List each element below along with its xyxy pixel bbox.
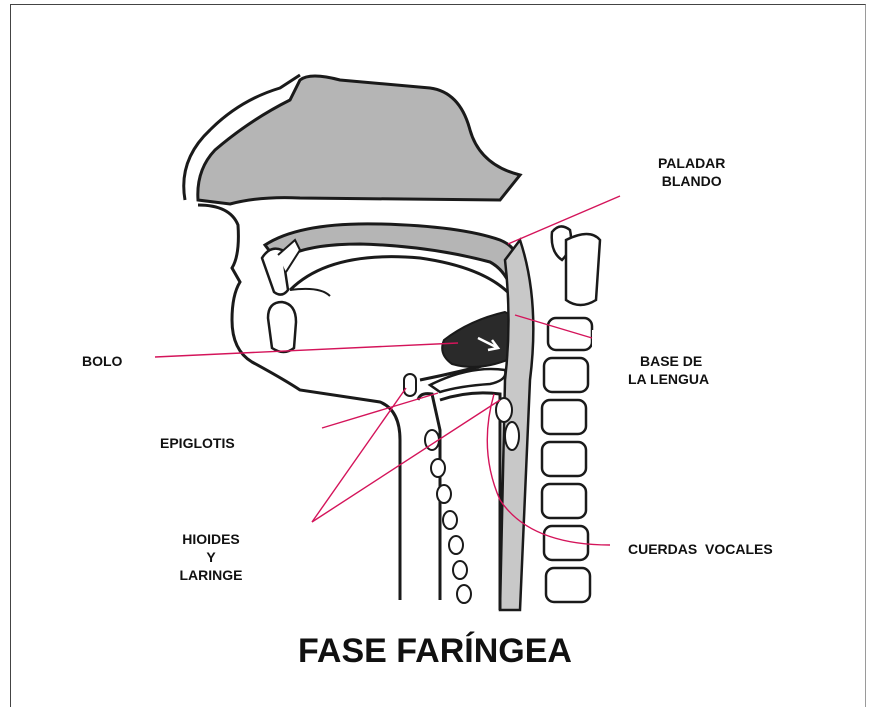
label-base-line-1: BASE DE: [628, 352, 709, 370]
leader-epiglotis: [322, 393, 438, 428]
leader-bolo: [155, 343, 458, 357]
leader-hioides: [312, 388, 406, 522]
epiglottis: [430, 369, 505, 392]
diagram-title: FASE FARÍNGEA: [230, 632, 640, 671]
leader-laringe: [312, 400, 500, 522]
label-base-line-2: LA LENGUA: [628, 370, 709, 388]
label-hioides-line-2: Y: [176, 548, 246, 566]
label-paladar-line-2: BLANDO: [658, 172, 725, 190]
label-epiglotis: EPIGLOTIS: [160, 434, 235, 452]
label-paladar-line-1: PALADAR: [658, 154, 725, 172]
label-paladar-blando: PALADAR BLANDO: [658, 154, 725, 190]
cervical-vertebrae: [542, 226, 600, 602]
label-cuerdas-vocales: CUERDAS VOCALES: [628, 540, 773, 558]
label-base-lengua: BASE DE LA LENGUA: [628, 352, 709, 388]
label-hioides-laringe: HIOIDES Y LARINGE: [176, 530, 246, 584]
lower-tooth: [268, 302, 296, 352]
nasal-cavity: [198, 76, 520, 204]
label-bolo: BOLO: [82, 352, 122, 370]
label-hioides-line-1: HIOIDES: [176, 530, 246, 548]
hyoid-bone: [404, 374, 416, 396]
tracheal-rings: [425, 430, 471, 603]
label-hioides-line-3: LARINGE: [176, 566, 246, 584]
